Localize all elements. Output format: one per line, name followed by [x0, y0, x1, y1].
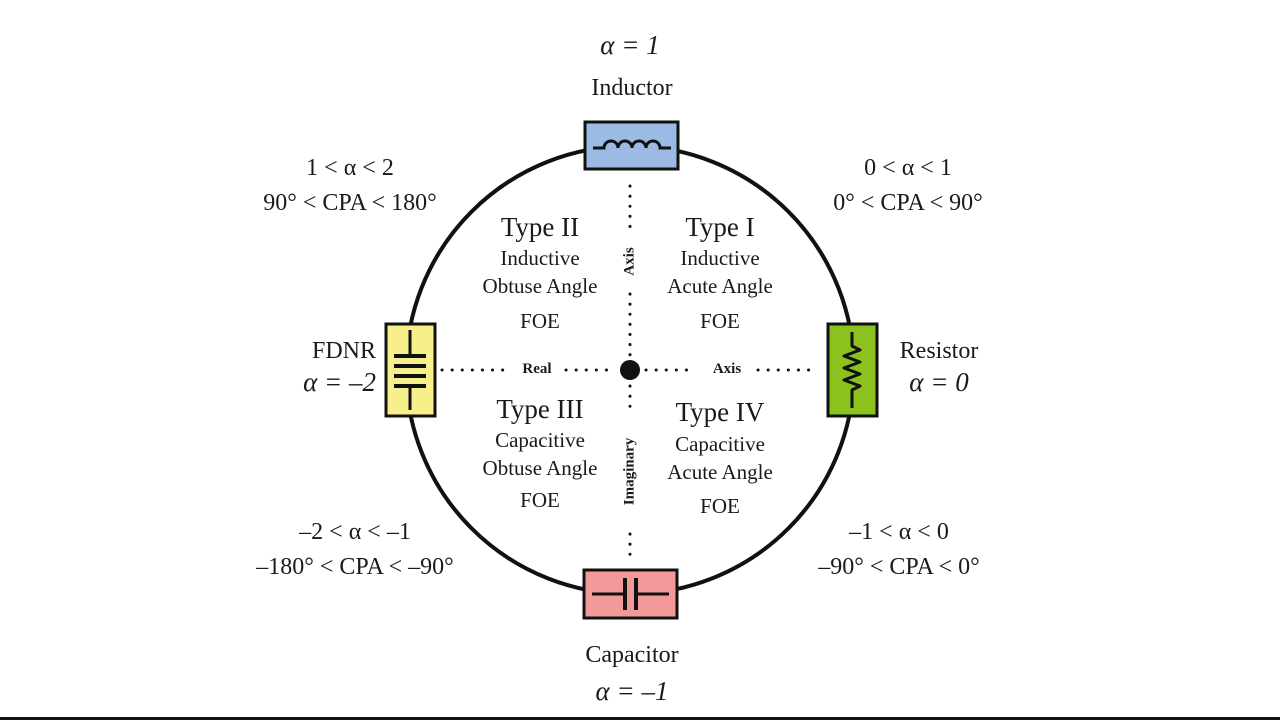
type2-line3: FOE — [520, 309, 560, 333]
type1-line2: Acute Angle — [667, 274, 773, 298]
type4-title: Type IV — [675, 397, 765, 427]
type3-line2: Obtuse Angle — [482, 456, 598, 480]
range-bottom-right-alpha: –1 < α < 0 — [849, 519, 949, 545]
fdnr-alpha: α = –2 — [303, 367, 376, 397]
type4-line2: Acute Angle — [667, 460, 773, 484]
inductor-coil-icon — [593, 139, 671, 150]
type2-line2: Obtuse Angle — [482, 274, 598, 298]
resistor-label: Resistor — [899, 338, 979, 364]
resistor-zigzag-icon — [842, 332, 862, 408]
range-bottom-left-alpha: –2 < α < –1 — [299, 519, 411, 545]
resistor-alpha: α = 0 — [909, 367, 969, 397]
range-top-right-cpa: 0° < CPA < 90° — [833, 190, 983, 216]
real-axis-label-2: Axis — [712, 361, 742, 377]
type2-line1: Inductive — [500, 246, 580, 270]
type1-line3: FOE — [700, 309, 740, 333]
inductor-label: Inductor — [591, 75, 673, 101]
capacitor-symbol — [582, 568, 679, 620]
inductor-symbol — [583, 120, 680, 171]
resistor-symbol — [826, 322, 879, 418]
type1-title: Type I — [685, 212, 755, 242]
type4-line3: FOE — [700, 494, 740, 518]
range-bottom-left-cpa: –180° < CPA < –90° — [256, 554, 454, 580]
capacitor-plates-icon — [592, 578, 669, 610]
type4-line1: Capacitive — [675, 432, 765, 456]
real-axis-label: Real — [522, 361, 552, 377]
inductor-alpha: α = 1 — [600, 30, 660, 60]
imag-axis-label: Imaginary — [621, 437, 638, 506]
type3-line1: Capacitive — [495, 428, 585, 452]
range-top-left-cpa: 90° < CPA < 180° — [263, 190, 437, 216]
fdnr-plates-icon — [394, 330, 426, 410]
range-bottom-right-cpa: –90° < CPA < 0° — [818, 554, 980, 580]
capacitor-alpha: α = –1 — [595, 676, 669, 706]
range-top-right-alpha: 0 < α < 1 — [864, 155, 952, 181]
capacitor-label: Capacitor — [585, 642, 679, 668]
fdnr-label: FDNR — [311, 338, 376, 364]
type3-line3: FOE — [520, 488, 560, 512]
type3-title: Type III — [496, 394, 584, 424]
range-top-left-alpha: 1 < α < 2 — [306, 155, 394, 181]
bottom-border — [0, 717, 1280, 720]
type2-title: Type II — [500, 212, 580, 242]
origin-dot — [620, 360, 640, 380]
imag-axis-label-2: Axis — [621, 247, 638, 276]
type1-line1: Inductive — [680, 246, 760, 270]
fdnr-symbol — [384, 322, 437, 418]
